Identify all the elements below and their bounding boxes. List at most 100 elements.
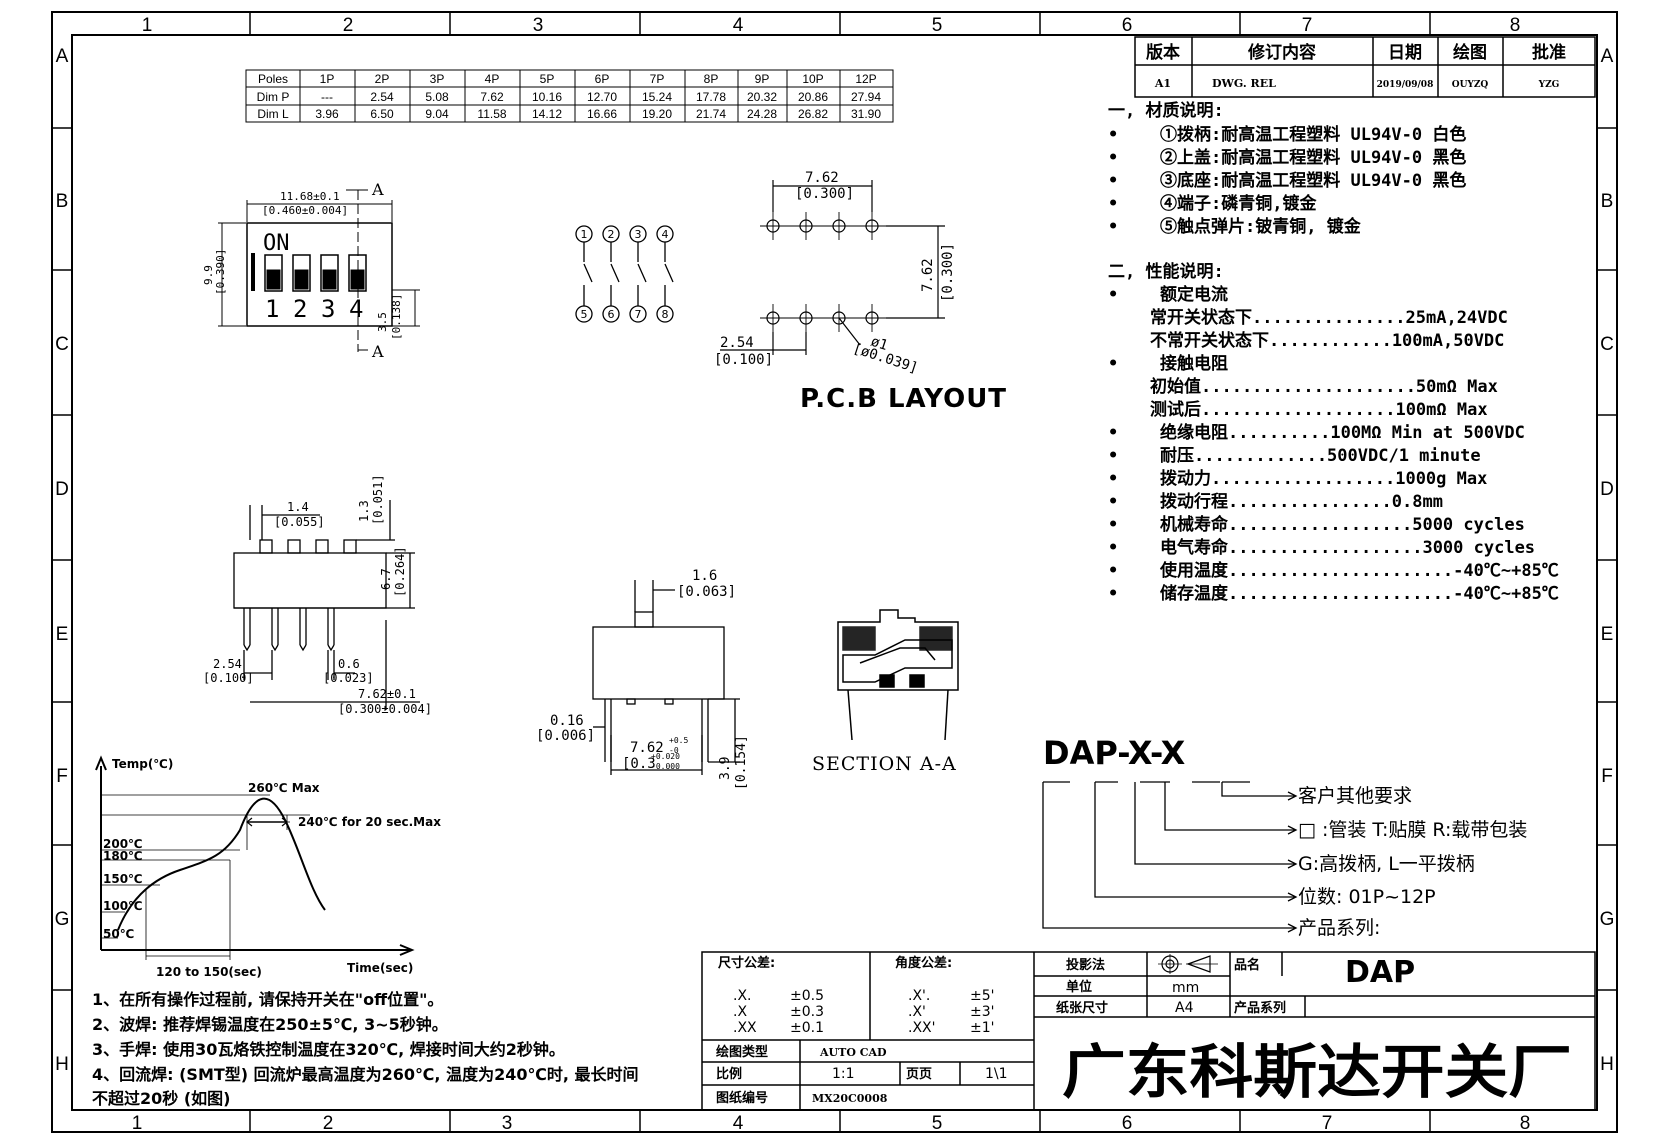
zone-col-label: 1 <box>132 1113 143 1134</box>
performance-line: 不常开关状态下............100mA,50VDC <box>1150 330 1504 351</box>
angle-value: ±1' <box>970 1020 995 1036</box>
chart-window-label: 120 to 150(sec) <box>156 965 262 979</box>
name-label: 品名 <box>1234 957 1260 973</box>
poles-cell: 19.20 <box>642 107 672 121</box>
section-title: SECTION A-A <box>812 753 957 775</box>
poles-header: 6P <box>595 72 610 86</box>
reflow-chart <box>95 755 415 960</box>
tolerance-value: ±0.5 <box>790 988 824 1004</box>
pin-number: 6 <box>608 308 615 321</box>
dwgno-value: MX20C0008 <box>812 1092 888 1105</box>
side-view <box>233 500 420 710</box>
dim-label: [0.264] <box>393 546 407 597</box>
material-item: ②上盖:耐高温工程塑料 UL94V-0 黑色 <box>1160 147 1466 168</box>
poles-cell: 15.24 <box>642 90 672 104</box>
poles-cell: 20.32 <box>747 90 777 104</box>
zone-row-label: H <box>1600 1054 1614 1075</box>
dim-label: [0.138] <box>390 294 403 340</box>
zone-ticks <box>52 12 1617 1132</box>
performance-line: 初始值.....................50mΩ Max <box>1150 376 1498 397</box>
bullet: • <box>1108 538 1118 558</box>
dim-label: [0.154] <box>734 735 749 790</box>
zone-col-label: 3 <box>502 1113 513 1134</box>
note-line: 2、波焊: 推荐焊锡温度在250±5℃, 3~5秒钟。 <box>92 1015 448 1034</box>
bullet: • <box>1108 148 1118 168</box>
angle-tolerance-title: 角度公差: <box>895 955 952 971</box>
dim-tolerance: -0.000 <box>651 762 680 771</box>
section-view <box>837 609 959 741</box>
poles-header: 4P <box>485 72 500 86</box>
drawtype-value: AUTO CAD <box>819 1046 887 1059</box>
performance-line: 储存温度......................-40℃~+85℃ <box>1160 583 1559 604</box>
series-label: 产品系列 <box>1234 1000 1286 1016</box>
zone-row-label: B <box>56 191 69 212</box>
zone-row-label: C <box>55 334 69 355</box>
part-number: DAP-X-X 客户其他要求 □ :管装 T:贴膜 R:载带包装 G:高拨柄, … <box>1042 734 1527 939</box>
angle-value: ±5' <box>970 988 995 1004</box>
poles-cell: 16.66 <box>587 107 617 121</box>
material-item: ③底座:耐高温工程塑料 UL94V-0 黑色 <box>1160 170 1466 191</box>
dim-label: [0.460±0.004] <box>262 204 348 217</box>
zone-col-label: 4 <box>733 15 744 36</box>
pin-number: 7 <box>635 308 642 321</box>
zone-col-label: 4 <box>733 1113 744 1134</box>
note-line: 1、在所有操作过程前, 请保持开关在"off位置"。 <box>92 990 443 1009</box>
projection-label: 投影法 <box>1066 957 1105 973</box>
page-value: 1\1 <box>985 1066 1008 1082</box>
scale-value: 1:1 <box>832 1066 855 1082</box>
revision-cell: A1 <box>1154 77 1171 90</box>
poles-cell: 27.94 <box>851 90 881 104</box>
bullet: • <box>1108 285 1118 305</box>
angle-key: .X'. <box>908 988 930 1004</box>
zone-row-label: E <box>1601 624 1614 645</box>
on-label: ON <box>263 231 290 256</box>
dim-label: 7.62 <box>630 740 664 756</box>
performance-line: 使用温度......................-40℃~+85℃ <box>1159 560 1559 581</box>
performance-line: 接触电阻 <box>1160 353 1228 374</box>
poles-cell: 3.96 <box>315 107 339 121</box>
poles-cell: 5.08 <box>425 90 449 104</box>
poles-header: 7P <box>650 72 665 86</box>
note-line: 3、手焊: 使用30瓦烙铁控制温度在320℃, 焊接时间大约2秒钟。 <box>92 1040 565 1059</box>
zone-col-label: 5 <box>932 1113 943 1134</box>
dim-label: 3.9 <box>718 757 733 780</box>
dim-label: 6.7 <box>379 568 393 590</box>
dwgno-label: 图纸编号 <box>716 1090 768 1106</box>
poles-cell: Dim P <box>257 90 290 104</box>
poles-header: Poles <box>258 72 288 86</box>
zone-row-label: E <box>56 624 69 645</box>
part-item: G:高拨柄, L一平拨柄 <box>1298 853 1475 875</box>
poles-cell: 2.54 <box>370 90 394 104</box>
poles-header: 12P <box>855 72 876 86</box>
poles-cell: Dim L <box>257 107 289 121</box>
poles-table: Poles 1P 2P 3P 4P 5P 6P 7P 8P 9P 10P 12P… <box>245 69 894 123</box>
switch-number: 1 <box>265 295 279 323</box>
pin-number: 1 <box>581 228 588 241</box>
bullet: • <box>1108 561 1118 581</box>
performance-line: 机械寿命..................5000 cycles <box>1160 514 1525 535</box>
material-item: ①拨柄:耐高温工程塑料 UL94V-0 白色 <box>1160 124 1466 145</box>
dim-label: 9.9 <box>202 265 215 285</box>
poles-header: 9P <box>755 72 770 86</box>
zone-row-label: C <box>1600 334 1614 355</box>
note-line: 不超过20秒 (如图) <box>92 1089 230 1108</box>
poles-header: 2P <box>375 72 390 86</box>
bullet: • <box>1108 171 1118 191</box>
dim-label: 1.6 <box>692 568 717 584</box>
zone-col-label: 5 <box>932 15 943 36</box>
zone-row-label: G <box>55 909 70 930</box>
zone-row-label: F <box>1601 766 1613 787</box>
revision-cell: OUYZQ <box>1452 80 1489 90</box>
poles-cell: 14.12 <box>532 107 562 121</box>
poles-cell: 24.28 <box>747 107 777 121</box>
scale-label: 比例 <box>716 1066 742 1082</box>
top-view <box>218 189 420 352</box>
paper-value: A4 <box>1175 1000 1194 1016</box>
bullet: • <box>1108 354 1118 374</box>
performance-line: 耐压.............500VDC/1 minute <box>1160 445 1481 466</box>
poles-cell: 6.50 <box>370 107 394 121</box>
bullet: • <box>1108 194 1118 214</box>
outer-border <box>51 11 1618 1133</box>
material-title: 一, 材质说明: <box>1108 100 1224 121</box>
revision-header: 日期 <box>1388 43 1422 63</box>
